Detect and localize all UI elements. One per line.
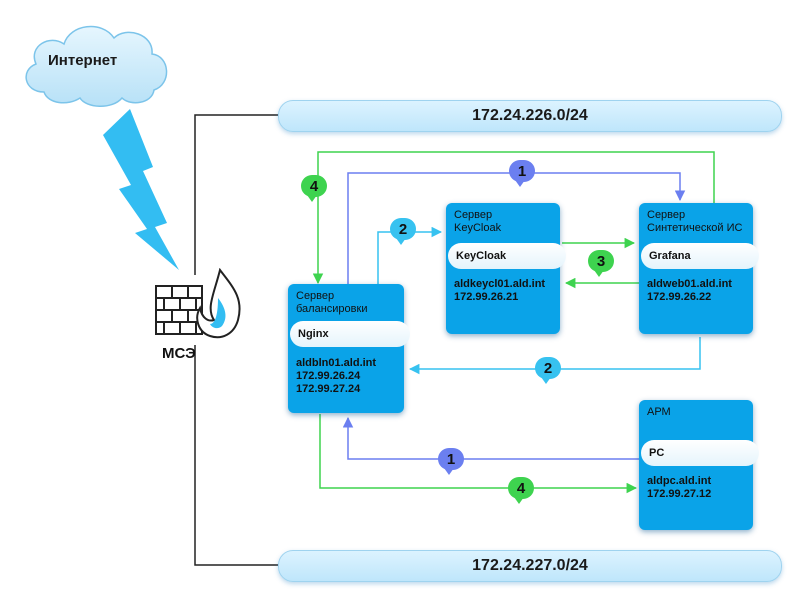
cloud-label: Интернет xyxy=(48,52,118,69)
server-balancer-ip2: 172.99.27.24 xyxy=(296,383,361,395)
network-bottom-label: 172.24.227.0/24 xyxy=(472,557,588,574)
service-keycloak: KeyCloak xyxy=(448,243,566,269)
step-badge-1-top: 1 xyxy=(509,160,535,187)
server-arm-ip1: 172.99.27.12 xyxy=(647,488,712,500)
blue-flow-1-bottom xyxy=(342,416,640,460)
step-badge-2-keycloak: 2 xyxy=(390,218,416,245)
network-top: 172.24.226.0/24 xyxy=(278,100,782,132)
firewall-icon xyxy=(155,268,241,339)
cyan-flow-2-keycloak xyxy=(377,226,443,284)
server-synthetic-title: Сервер Синтетической ИС xyxy=(647,209,743,234)
server-balancer-host: aldbln01.ald.int xyxy=(296,357,377,369)
step-badge-1-bottom: 1 xyxy=(438,448,464,475)
server-arm-info: aldpc.ald.int 172.99.27.12 xyxy=(647,475,711,501)
server-balancer-ip1: 172.99.26.24 xyxy=(296,370,361,382)
lightning-icon xyxy=(103,109,179,270)
network-top-label: 172.24.226.0/24 xyxy=(472,107,588,124)
server-keycloak: Сервер KeyCloak KeyCloak aldkeycl01.ald.… xyxy=(446,203,566,334)
server-arm: АРМ PC aldpc.ald.int 172.99.27.12 xyxy=(639,400,759,530)
green-flow-4-top xyxy=(312,151,715,285)
server-synthetic-info: aldweb01.ald.int 172.99.26.22 xyxy=(647,278,732,304)
server-balancer: Сервер балансировки Nginx aldbln01.ald.i… xyxy=(288,284,410,413)
service-pc: PC xyxy=(641,440,759,466)
server-arm-title: АРМ xyxy=(647,406,671,418)
server-keycloak-title: Сервер KeyCloak xyxy=(454,209,502,234)
firewall-label: МСЭ xyxy=(162,345,196,362)
server-keycloak-host: aldkeycl01.ald.int xyxy=(454,278,546,290)
step-badge-4-bottom: 4 xyxy=(508,477,534,504)
green-flow-4-bottom xyxy=(319,414,638,494)
cloud-icon xyxy=(25,25,168,107)
step-badge-2-return: 2 xyxy=(535,357,561,384)
firewall-wire-bottom xyxy=(194,345,278,566)
service-nginx: Nginx xyxy=(290,321,410,347)
firewall-wire-top xyxy=(194,114,278,275)
server-synthetic-host: aldweb01.ald.int xyxy=(647,278,732,290)
server-arm-host: aldpc.ald.int xyxy=(647,475,712,487)
server-synthetic: Сервер Синтетической ИС Grafana aldweb01… xyxy=(639,203,759,334)
server-balancer-info: aldbln01.ald.int 172.99.26.24 172.99.27.… xyxy=(296,357,376,396)
server-keycloak-ip1: 172.99.26.21 xyxy=(454,291,519,303)
server-balancer-title: Сервер балансировки xyxy=(296,290,368,315)
server-keycloak-info: aldkeycl01.ald.int 172.99.26.21 xyxy=(454,278,545,304)
service-grafana: Grafana xyxy=(641,243,759,269)
step-badge-4-left: 4 xyxy=(301,175,327,202)
cyan-flow-2-return xyxy=(408,337,701,375)
server-synthetic-ip1: 172.99.26.22 xyxy=(647,291,712,303)
step-badge-3: 3 xyxy=(588,250,614,277)
network-bottom: 172.24.227.0/24 xyxy=(278,550,782,582)
